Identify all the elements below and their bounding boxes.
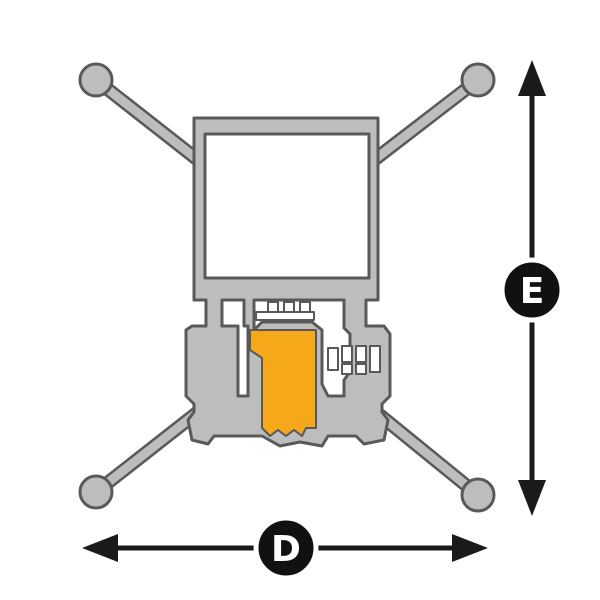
pocket: [355, 345, 367, 363]
top-chamber: [203, 132, 371, 280]
dimension-e-label: E: [520, 271, 545, 312]
dimension-e: E: [499, 60, 565, 516]
tooth: [283, 301, 295, 313]
dimension-d: D: [82, 515, 488, 581]
arrowhead-left: [82, 534, 118, 562]
dimension-e-badge: [499, 257, 565, 323]
knob-bottom-left: [78, 474, 114, 510]
pocket: [355, 363, 367, 375]
profile-cross-section: [78, 62, 496, 513]
tooth: [299, 301, 311, 313]
lower-center-channel: [252, 298, 352, 398]
channel-teeth: [255, 301, 315, 321]
pocket: [369, 345, 381, 373]
highlighted-insert: [249, 329, 317, 437]
arrowhead-right: [452, 534, 488, 562]
arrowhead-top: [518, 60, 546, 96]
arm-knobs: [78, 62, 496, 513]
arm-top-left-fill: [91, 75, 203, 165]
diagonal-arms: [89, 73, 485, 502]
knob-bottom-right: [460, 477, 496, 513]
knob-top-left: [78, 62, 114, 98]
tooth: [267, 301, 279, 313]
arm-bottom-left-fill: [91, 407, 203, 497]
dimension-d-badge: [253, 515, 319, 581]
dimension-d-label: D: [271, 529, 301, 570]
right-pockets: [327, 345, 381, 375]
lower-left-cavity: [220, 298, 250, 398]
knob-top-right: [460, 62, 496, 98]
tooth: [255, 311, 315, 321]
pocket: [327, 347, 339, 371]
arm-top-right-fill: [369, 75, 483, 165]
arm-bottom-right-fill: [371, 407, 483, 500]
arrowhead-bottom: [518, 480, 546, 516]
pocket: [341, 345, 353, 363]
pocket: [341, 363, 353, 375]
